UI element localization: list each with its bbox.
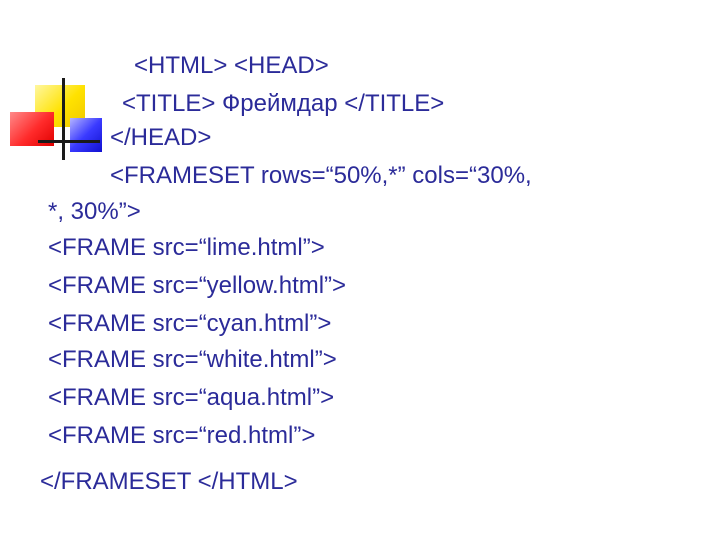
color-squares-logo-icon [0,0,120,170]
code-line-frameset-open: <FRAMESET rows=“50%,*” cols=“30%, [110,162,532,189]
code-line-frame-white: <FRAME src=“white.html”> [48,346,337,373]
code-line-frame-red: <FRAME src=“red.html”> [48,422,316,449]
blue-square [70,118,102,152]
code-line-frameset-close: </FRAMESET </HTML> [40,468,298,495]
code-line-frame-aqua: <FRAME src=“aqua.html”> [48,384,335,411]
code-line-frameset-cont: *, 30%”> [48,198,141,225]
code-line-frame-cyan: <FRAME src=“cyan.html”> [48,310,332,337]
code-line-frame-lime: <FRAME src=“lime.html”> [48,234,325,261]
logo-vertical-line [62,78,65,160]
code-line-head-close: </HEAD> [110,124,212,151]
logo-horizontal-line [38,140,100,143]
code-line-html-head: <HTML> <HEAD> [134,52,329,79]
code-line-frame-yellow: <FRAME src=“yellow.html”> [48,272,347,299]
code-line-title: <TITLE> Фреймдар </TITLE> [122,90,445,117]
